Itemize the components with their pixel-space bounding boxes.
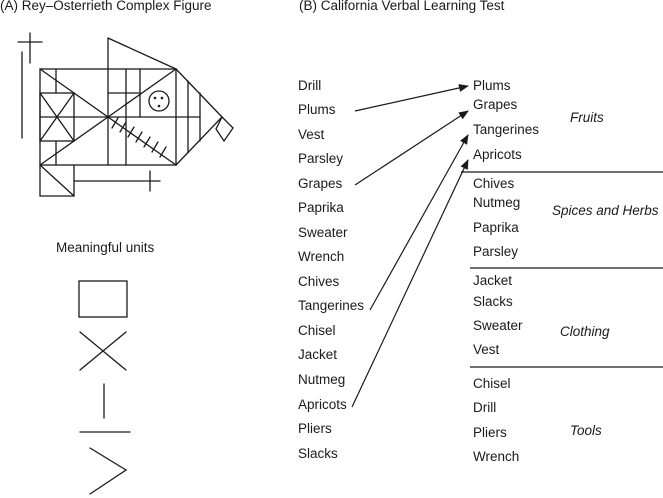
study-word: Jacket xyxy=(298,347,338,362)
study-word: Paprika xyxy=(298,200,344,215)
category-item: Tangerines xyxy=(473,122,540,137)
study-word: Nutmeg xyxy=(298,372,346,387)
category-item: Chives xyxy=(473,176,515,191)
category-item: Drill xyxy=(473,400,497,415)
category-label: Fruits xyxy=(570,110,604,125)
study-word: Sweater xyxy=(298,225,348,240)
unit-cross-shape xyxy=(79,331,127,371)
category-item: Pliers xyxy=(473,425,507,440)
category-item: Slacks xyxy=(473,294,513,309)
category-label: Spices and Herbs xyxy=(552,203,659,218)
study-word: Wrench xyxy=(298,249,345,264)
study-word: Apricots xyxy=(298,397,347,412)
arrow-grapes xyxy=(354,110,469,186)
category-item: Parsley xyxy=(473,244,519,259)
category-item: Sweater xyxy=(473,318,523,333)
category-label: Clothing xyxy=(560,324,610,339)
category-item: Paprika xyxy=(473,220,519,235)
panel-a-title: (A) Rey–Osterrieth Complex Figure xyxy=(0,0,212,13)
meaningful-units-label: Meaningful units xyxy=(56,240,155,255)
category-label: Tools xyxy=(570,423,602,438)
study-word: Plums xyxy=(298,102,336,117)
unit-rectangle-shape xyxy=(78,280,128,318)
study-word: Chives xyxy=(298,274,340,289)
study-word: Parsley xyxy=(298,151,344,166)
category-item: Apricots xyxy=(473,147,522,162)
study-word: Slacks xyxy=(298,446,338,461)
category-item: Grapes xyxy=(473,97,518,112)
study-word: Grapes xyxy=(298,176,343,191)
category-item: Vest xyxy=(473,342,500,357)
study-word: Vest xyxy=(298,127,325,142)
arrow-apricots xyxy=(351,159,469,408)
unit-chevron-shape xyxy=(89,447,128,495)
study-word: Chisel xyxy=(298,323,336,338)
arrow-tangerines xyxy=(369,134,469,311)
study-word: Tangerines xyxy=(298,298,365,313)
category-item: Nutmeg xyxy=(473,195,521,210)
category-item: Plums xyxy=(473,78,511,93)
panel-b-title: (B) California Verbal Learning Test xyxy=(299,0,505,13)
category-item: Wrench xyxy=(473,449,520,464)
study-word: Drill xyxy=(298,78,322,93)
category-item: Chisel xyxy=(473,376,511,391)
arrow-plums xyxy=(354,84,469,112)
study-word: Pliers xyxy=(298,421,332,436)
category-item: Jacket xyxy=(473,273,513,288)
